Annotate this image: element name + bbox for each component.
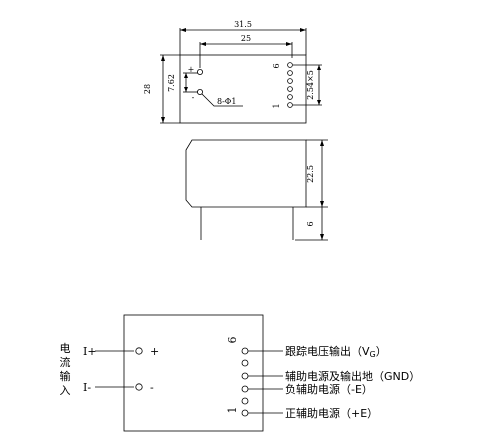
dim-height: 28 xyxy=(143,84,152,94)
hole-note: 8-Φ1 xyxy=(217,97,236,106)
dimension-arrows xyxy=(161,28,324,240)
dim-pitch: 2.54×5 xyxy=(306,70,315,100)
top-minus-sign: - xyxy=(192,93,195,102)
input-label-char-1: 电 xyxy=(60,342,71,355)
vg-close: ） xyxy=(376,345,387,358)
pin-desc-tracking-output: 跟踪电压输出（VG） xyxy=(285,344,387,359)
pin-4-terminal xyxy=(241,372,249,380)
pin-5-terminal xyxy=(241,359,249,367)
schematic-minus-mark: - xyxy=(150,381,154,394)
side-view xyxy=(185,139,328,241)
i-plus-label: I+ xyxy=(83,345,97,358)
pin-desc-aux-ground: 辅助电源及输出地（GND） xyxy=(285,369,420,383)
input-label-char-2: 流 xyxy=(60,355,71,369)
top-pin-label-6: 6 xyxy=(272,63,281,68)
pin-2-terminal xyxy=(241,397,249,405)
pin-6-terminal xyxy=(241,347,249,355)
side-view-body xyxy=(185,139,307,208)
dim-width-outer: 31.5 xyxy=(234,20,252,29)
input-label-char-4: 入 xyxy=(60,384,71,397)
schematic xyxy=(95,314,283,432)
input-hole-plus xyxy=(196,69,203,76)
input-hole-minus xyxy=(196,89,203,96)
pin-1-terminal xyxy=(241,409,249,417)
pin-1-hole xyxy=(287,102,293,108)
top-pin-label-1: 1 xyxy=(272,103,281,108)
i-minus-label: I- xyxy=(83,381,91,394)
terminal-i-minus xyxy=(135,383,143,391)
schematic-plus-mark: + xyxy=(150,345,159,358)
terminal-i-plus xyxy=(135,347,143,355)
top-view-body xyxy=(179,54,307,124)
dim-pin-length: 6 xyxy=(306,221,315,226)
hole-note-leader xyxy=(201,93,243,107)
pin-desc-tracking-output-text: 跟踪电压输出（V xyxy=(285,344,370,358)
pin-6-hole xyxy=(287,62,293,68)
vg-subscript: G xyxy=(370,350,376,359)
pin-3-terminal xyxy=(241,385,249,393)
pin-5-hole xyxy=(287,70,293,76)
dim-pin-offset: 7.62 xyxy=(167,74,176,92)
schematic-pin-number-1: 1 xyxy=(226,407,239,414)
input-label-vertical: 电 流 输 入 xyxy=(60,342,71,397)
pin-3-hole xyxy=(287,86,293,92)
schematic-pin-number-6: 6 xyxy=(226,337,239,344)
dim-body-height: 22.5 xyxy=(306,165,315,183)
pin-desc-negative-supply: 负辅助电源（-E） xyxy=(285,382,373,396)
input-label-char-3: 输 xyxy=(60,369,71,383)
top-plus-sign: + xyxy=(188,65,195,74)
dim-width-inner: 25 xyxy=(241,34,251,43)
schematic-body xyxy=(123,314,264,432)
pin-4-hole xyxy=(287,78,293,84)
pin-desc-positive-supply: 正辅助电源（+E） xyxy=(285,406,378,420)
pin-2-hole xyxy=(287,94,293,100)
